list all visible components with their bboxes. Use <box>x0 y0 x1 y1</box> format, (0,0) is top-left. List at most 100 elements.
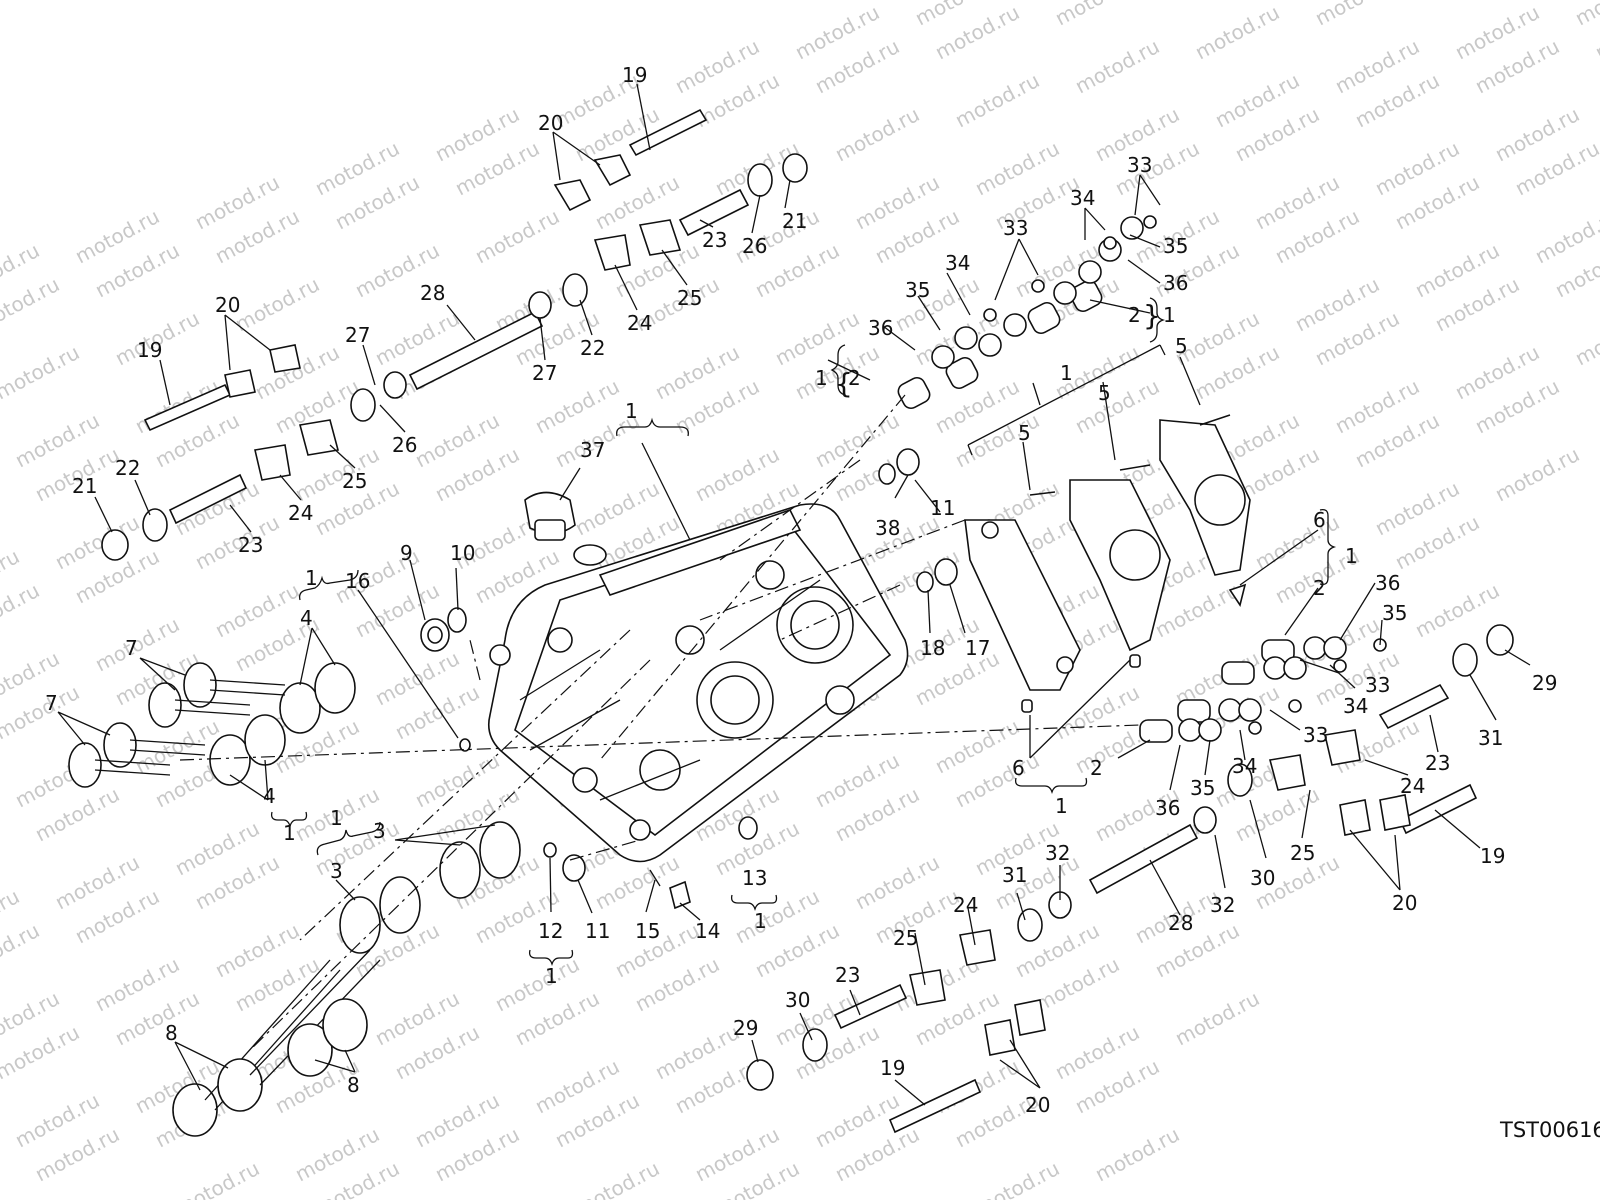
callout-35-d: 35 <box>1190 776 1215 800</box>
callout-25-a: 25 <box>677 286 702 310</box>
callout-21-a: 21 <box>782 209 807 233</box>
callout-25-d: 25 <box>893 926 918 950</box>
svg-text:{: { <box>835 367 853 400</box>
callout-6-b: 6 <box>1012 756 1025 780</box>
brackets <box>270 297 1337 967</box>
watermark-text: motod.ru <box>831 102 923 166</box>
assembly-center-lines <box>179 394 1141 1051</box>
watermark-text: motod.ru <box>571 1156 663 1200</box>
watermark-text: motod.ru <box>971 1156 1063 1200</box>
valves-7 <box>68 662 286 788</box>
callout-24-c: 24 <box>1400 774 1425 798</box>
callout-2-b: 2 <box>1128 303 1141 327</box>
plug-37 <box>524 491 607 566</box>
camshaft-caps-5 <box>964 414 1251 713</box>
callout-18: 18 <box>920 636 945 660</box>
callout-10: 10 <box>450 541 475 565</box>
callout-1-seat: 1 <box>305 566 318 590</box>
callout-3-b: 3 <box>330 859 343 883</box>
parts-drawing <box>57 83 1531 1137</box>
callout-36-a: 36 <box>868 316 893 340</box>
callout-1-12: 1 <box>545 964 558 988</box>
callout-20-c: 20 <box>1392 891 1417 915</box>
valve-seats-4 <box>209 662 356 786</box>
callout-1-seat-b: 1 <box>283 821 296 845</box>
callout-5-c: 5 <box>1018 421 1031 445</box>
watermark-text: motod.ru <box>1071 34 1163 98</box>
callout-25-c: 25 <box>1290 841 1315 865</box>
callout-35-b: 35 <box>1163 234 1188 258</box>
callout-11-a: 11 <box>585 919 610 943</box>
callout-31-b: 31 <box>1002 863 1027 887</box>
valve-guides-3 <box>339 821 521 954</box>
callout-30-b: 30 <box>785 988 810 1012</box>
callout-4-a: 4 <box>300 606 313 630</box>
callout-1-cap-b: 1 <box>1345 544 1358 568</box>
callout-1-13: 1 <box>754 909 767 933</box>
callout-20-a: 20 <box>538 111 563 135</box>
callout-19-b: 19 <box>137 338 162 362</box>
callout-13: 13 <box>742 866 767 890</box>
watermark-text: motod.ru <box>171 1156 263 1200</box>
callout-32-b: 32 <box>1045 841 1070 865</box>
callout-23-c: 23 <box>1425 751 1450 775</box>
callout-22-b: 22 <box>115 456 140 480</box>
callout-1-head: 1 <box>625 399 638 423</box>
callout-27-a: 27 <box>532 361 557 385</box>
callout-32-a: 32 <box>1210 893 1235 917</box>
callout-37: 37 <box>580 438 605 462</box>
callout-24-d: 24 <box>953 893 978 917</box>
callout-28-b: 28 <box>1168 911 1193 935</box>
callout-19-c: 19 <box>1480 844 1505 868</box>
watermark-text: motod.ru <box>1531 204 1600 268</box>
callout-30-a: 30 <box>1250 866 1275 890</box>
callout-1-cap: 1 <box>1060 361 1073 385</box>
callout-5-a: 5 <box>1175 334 1188 358</box>
watermark-text: motod.ru <box>231 272 323 336</box>
callout-1-tappet-b: 1 <box>1163 303 1176 327</box>
brace-glyphs: { } <box>835 299 1161 400</box>
callout-33-a: 33 <box>1003 216 1028 240</box>
tappets-upper <box>897 215 1157 410</box>
watermark-text: motod.ru <box>1571 0 1600 30</box>
callout-21-b: 21 <box>72 474 97 498</box>
callout-14: 14 <box>695 919 720 943</box>
watermark-text: motod.ru <box>0 272 63 336</box>
callout-34-c: 34 <box>1343 694 1368 718</box>
callout-35-a: 35 <box>905 278 930 302</box>
callout-2-d: 2 <box>1090 756 1103 780</box>
callout-8-a: 8 <box>165 1021 178 1045</box>
callout-19-a: 19 <box>622 63 647 87</box>
callout-11-b: 11 <box>930 496 955 520</box>
callout-20-b: 20 <box>215 293 240 317</box>
callout-33-d: 33 <box>1303 723 1328 747</box>
watermark-text: motod.ru <box>1091 1122 1183 1186</box>
callout-31-a: 31 <box>1478 726 1503 750</box>
callout-35-c: 35 <box>1382 601 1407 625</box>
watermark-text: motod.ru <box>0 918 43 982</box>
watermark-text: motod.ru <box>0 816 3 880</box>
callout-27-b: 27 <box>345 323 370 347</box>
cylinder-head <box>487 503 909 863</box>
callout-26-b: 26 <box>392 433 417 457</box>
watermark-text: motod.ru <box>1051 0 1143 30</box>
callout-1-bottom: 1 <box>1055 794 1068 818</box>
rocker-assembly-upper <box>101 108 808 561</box>
callout-38: 38 <box>875 516 900 540</box>
callout-23-d: 23 <box>835 963 860 987</box>
callout-25-b: 25 <box>342 469 367 493</box>
callout-23-b: 23 <box>238 533 263 557</box>
callout-9: 9 <box>400 541 413 565</box>
callout-33-c: 33 <box>1365 673 1390 697</box>
watermark-text: motod.ru <box>0 1156 3 1200</box>
callout-36-b: 36 <box>1163 271 1188 295</box>
watermark-text: motod.ru <box>1311 0 1403 30</box>
watermark-text: motod.ru <box>0 578 43 642</box>
callout-33-b: 33 <box>1127 153 1152 177</box>
callout-24-a: 24 <box>627 311 652 335</box>
small-fasteners <box>459 448 958 910</box>
callout-8-b: 8 <box>347 1073 360 1097</box>
callout-7-a: 7 <box>125 636 138 660</box>
watermark-text: motod.ru <box>1491 442 1583 506</box>
